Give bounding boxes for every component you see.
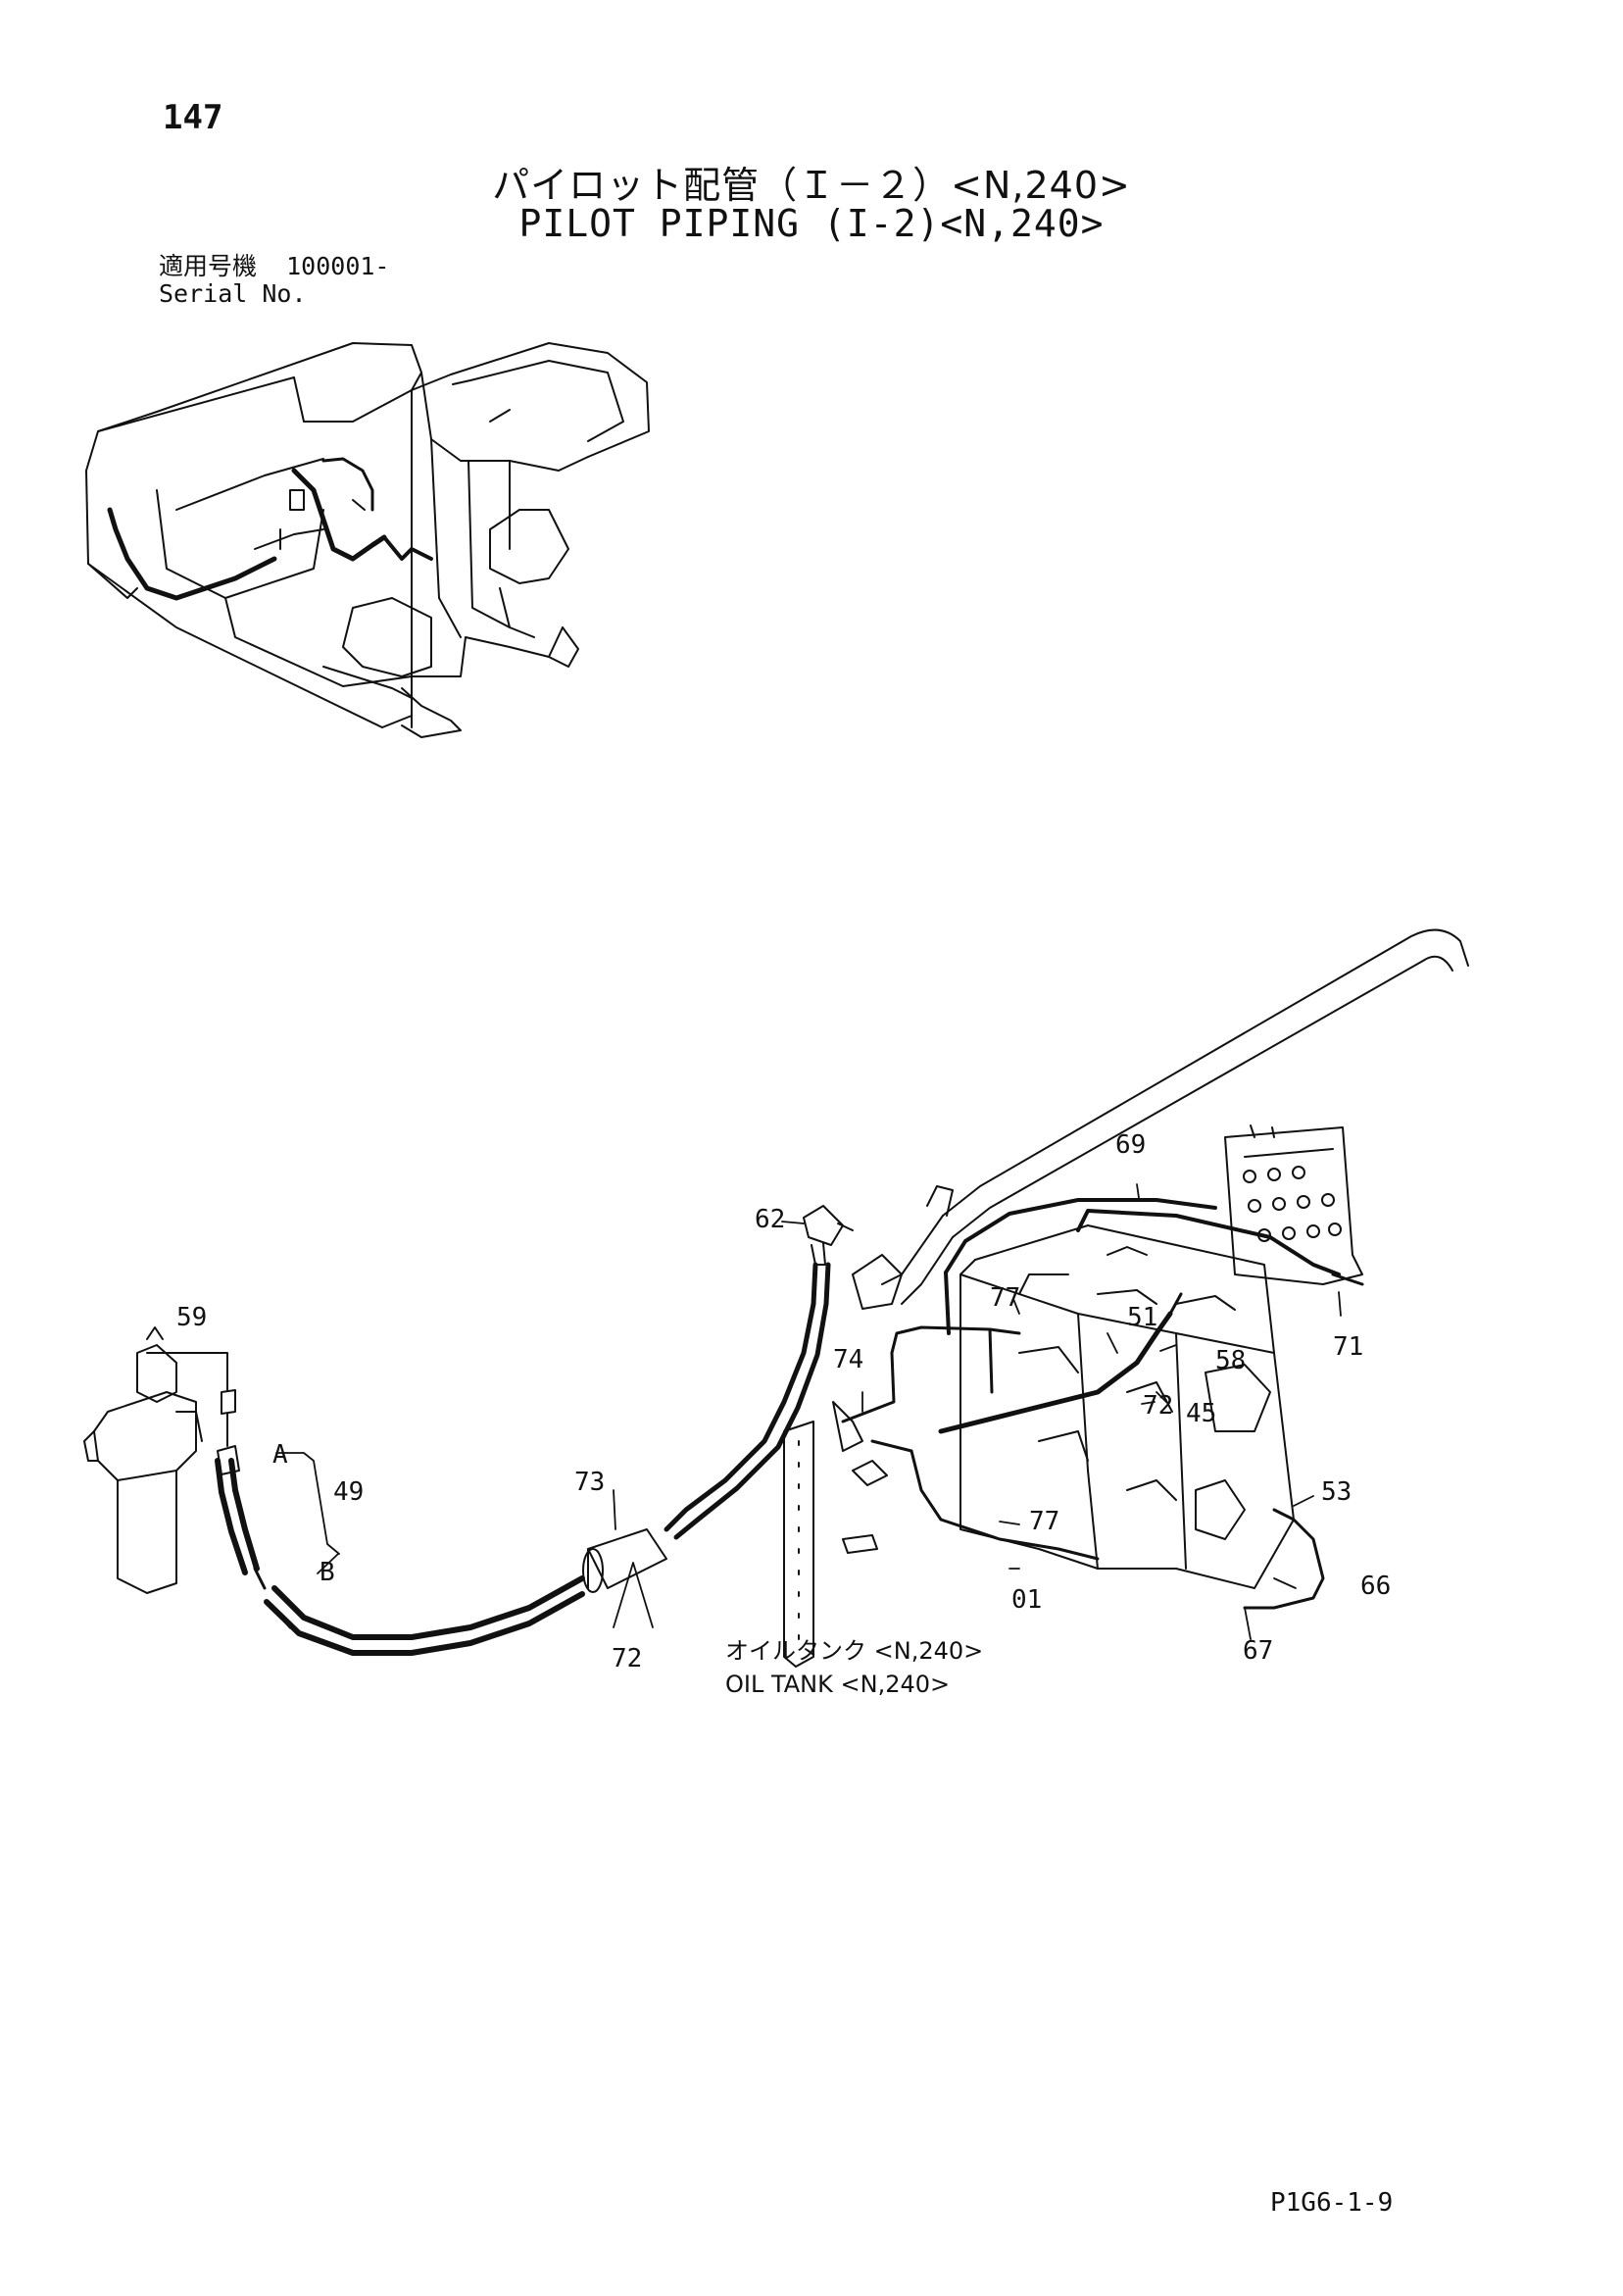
callout-77-upper: 77 <box>990 1283 1020 1313</box>
callout-77-lower: 77 <box>1029 1507 1059 1536</box>
callout-a: A <box>272 1440 288 1470</box>
callout-74: 74 <box>833 1345 863 1374</box>
serial-block: 適用号機 100001- Serial No. <box>159 253 389 308</box>
callout-b: B <box>320 1558 335 1587</box>
callout-58: 58 <box>1215 1346 1246 1375</box>
callout-59: 59 <box>176 1303 207 1332</box>
callout-62: 62 <box>755 1205 785 1234</box>
title-english: PILOT PIPING (I-2)<N,240> <box>518 202 1105 245</box>
excavator-overview-drawing <box>85 342 650 738</box>
callout-72-lower: 72 <box>612 1644 642 1673</box>
callout-66: 66 <box>1360 1572 1391 1601</box>
callout-73: 73 <box>574 1468 605 1497</box>
serial-label-jp: 適用号機 <box>159 252 258 280</box>
pilot-piping-drawing <box>83 928 1469 1668</box>
callout-67: 67 <box>1243 1636 1273 1666</box>
drawing-code: P1G6-1-9 <box>1270 2188 1394 2218</box>
callout-71: 71 <box>1333 1332 1363 1362</box>
callout-49: 49 <box>333 1477 364 1507</box>
callout-45: 45 <box>1186 1399 1216 1428</box>
callout-72-upper: 72 <box>1143 1391 1173 1421</box>
callout-51: 51 <box>1127 1303 1157 1332</box>
leader-lines <box>275 1183 1342 1640</box>
serial-label-en: Serial No. <box>159 279 307 308</box>
title-japanese: パイロット配管（Ｉ－２）<N,240> <box>492 164 1131 207</box>
serial-value: 100001- <box>286 252 390 280</box>
oil-tank-label-en: OIL TANK <N,240> <box>725 1671 950 1698</box>
callout-69: 69 <box>1115 1130 1146 1160</box>
callout-labels: 59 49 A B 62 73 72 74 77 51 58 45 69 71 … <box>176 1130 1391 1698</box>
callout-01: 01 <box>1011 1585 1042 1615</box>
oil-tank-label-jp: オイルタンク <N,240> <box>725 1637 983 1665</box>
page-number: 147 <box>163 98 223 137</box>
callout-53: 53 <box>1321 1477 1352 1507</box>
